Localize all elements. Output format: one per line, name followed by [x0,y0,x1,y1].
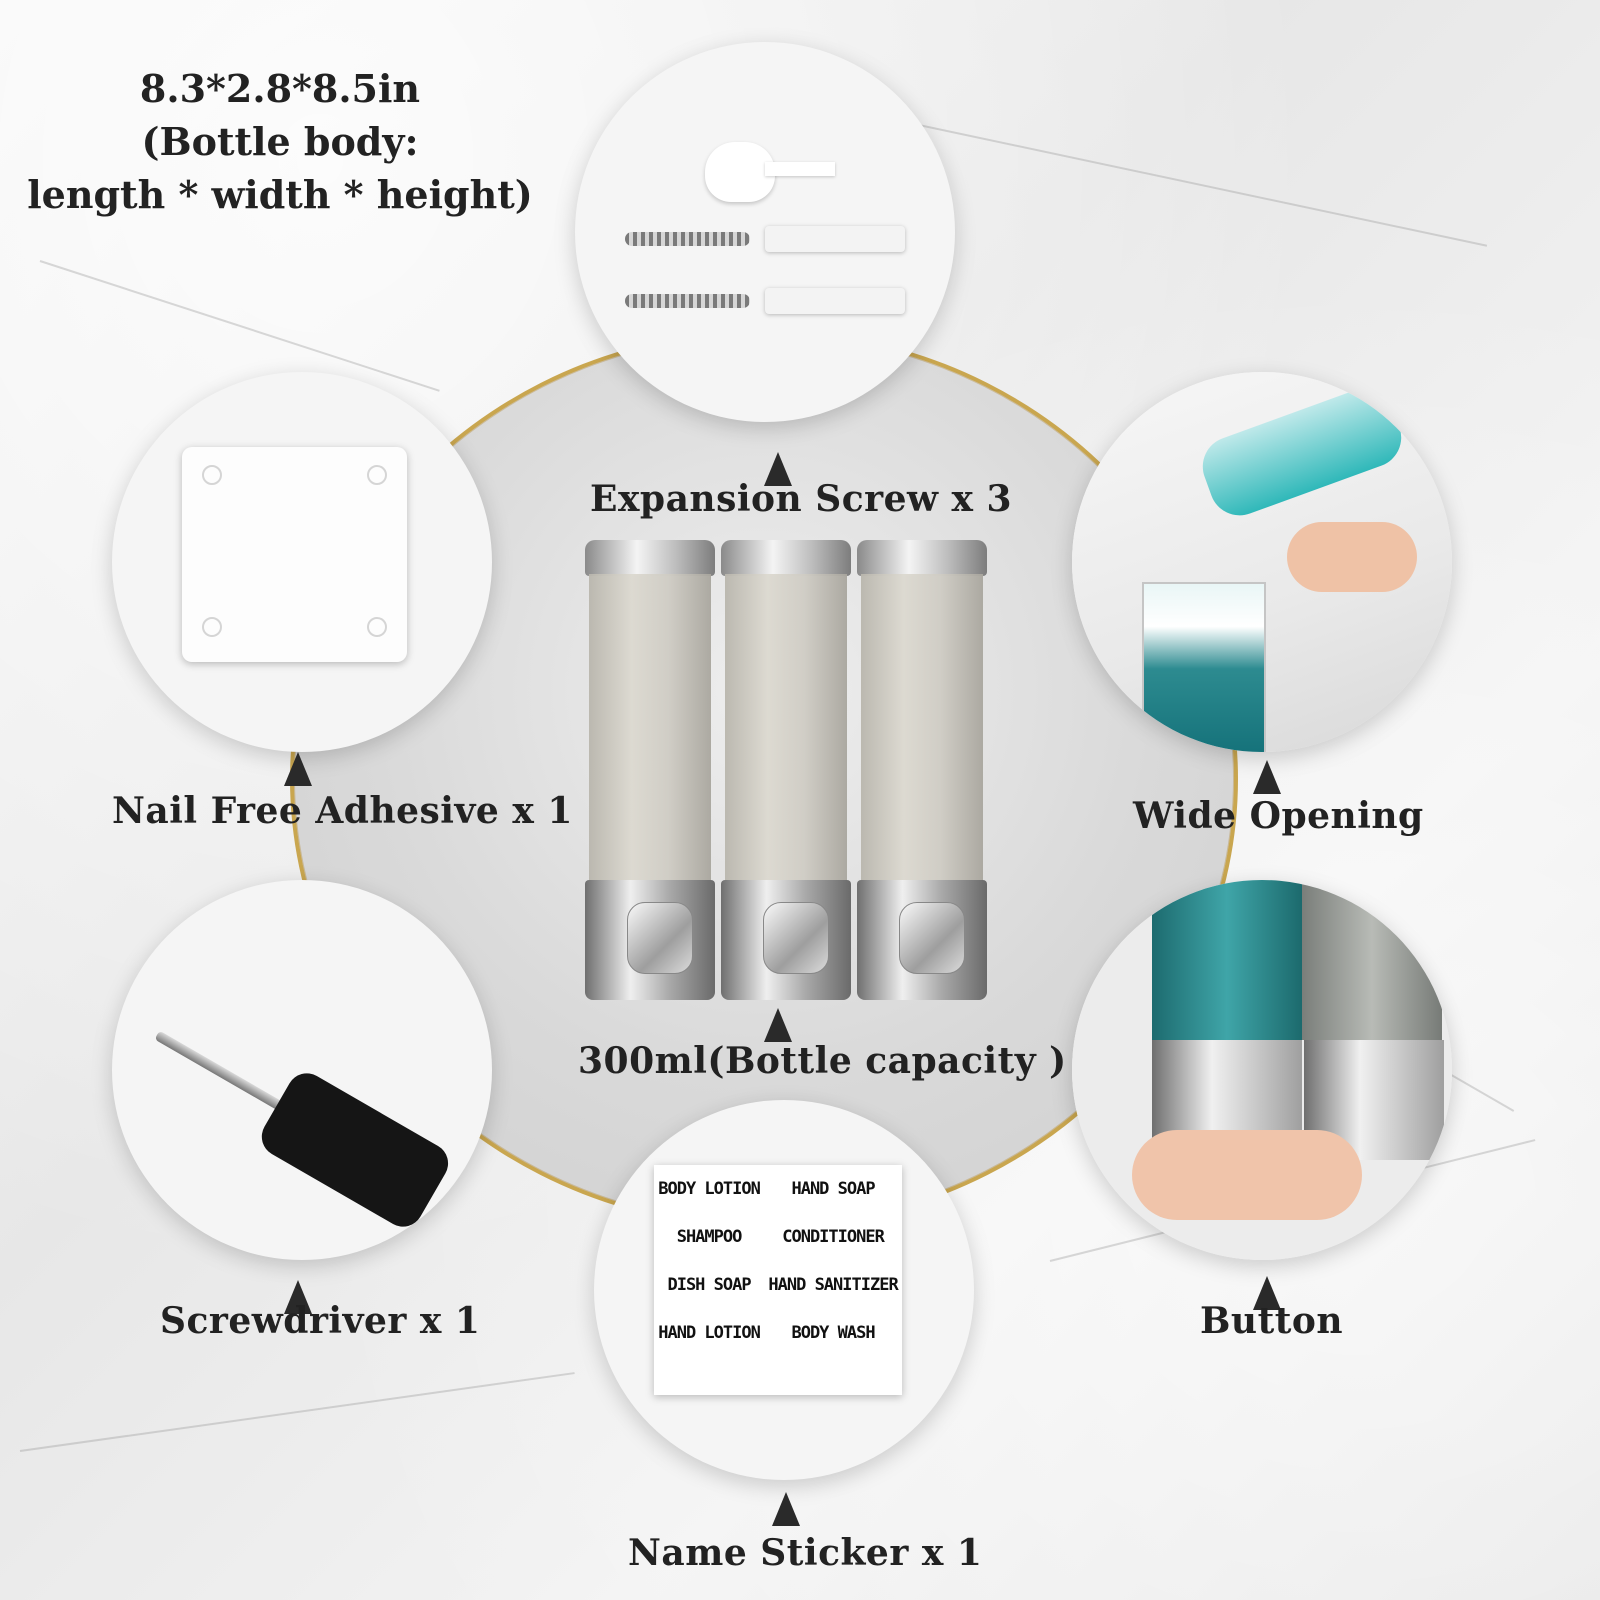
button-label: Button [1200,1300,1344,1342]
nail-free-adhesive-image [112,372,492,752]
capacity-label: 300ml(Bottle capacity ) [578,1040,1067,1082]
screwdriver-shaft [154,1030,290,1115]
sticker-row: HAND LOTION BODY WASH [654,1309,902,1357]
wide-opening-photo [1072,372,1452,752]
dimensions-line: 8.3*2.8*8.5in [139,66,421,111]
key-tool [705,142,775,202]
sticker-cell: CONDITIONER [782,1227,885,1247]
wall-anchor [765,288,905,314]
expansion-screw-image [575,42,955,422]
sticker-cell: HAND LOTION [658,1323,761,1343]
sticker-table: BODY LOTION HAND SOAP SHAMPOO CONDITIONE… [654,1165,902,1357]
hook-icon [367,617,387,637]
hook-icon [202,617,222,637]
screwdriver-image [112,880,492,1260]
sticker-row: DISH SOAP HAND SANITIZER [654,1261,902,1309]
sticker-cell: SHAMPOO [676,1227,743,1247]
sticker-cell: BODY WASH [791,1323,875,1343]
arrow-up-icon [772,1492,800,1526]
screw [625,294,750,308]
sticker-row: SHAMPOO CONDITIONER [654,1213,902,1261]
sticker-cell: HAND SANITIZER [768,1275,898,1295]
wide-opening-label: Wide Opening [1133,795,1424,837]
pouring-bottle [1194,380,1410,524]
arrow-up-icon [764,1008,792,1042]
grey-bottle [1302,880,1442,1040]
dispenser-bottle [721,540,851,1000]
arrow-up-icon [284,1280,312,1314]
wall-anchor [765,226,905,252]
triple-soap-dispenser [585,540,987,1000]
arrow-up-icon [1253,1276,1281,1310]
arrow-up-icon [284,752,312,786]
button-image [1072,880,1452,1260]
sticker-cell: HAND SOAP [791,1179,875,1199]
screwdriver-label: Screwdriver x 1 [160,1300,481,1342]
sticker-cell: BODY LOTION [658,1179,761,1199]
button-photo [1072,880,1452,1260]
dimensions-line: length * width * height) [27,172,533,217]
marble-vein [39,260,440,392]
marble-vein [899,120,1488,247]
pump-button [763,902,829,974]
key-tool-stem [765,162,835,176]
wide-opening-image [1072,372,1452,752]
name-sticker-image: BODY LOTION HAND SOAP SHAMPOO CONDITIONE… [594,1100,974,1480]
hand [1287,522,1417,592]
screwdriver-handle [254,1066,456,1234]
marble-vein [19,1372,575,1452]
dimensions-line: (Bottle body: [141,119,419,164]
nail-free-adhesive-label: Nail Free Adhesive x 1 [112,790,573,832]
pump-button [627,902,693,974]
sticker-row: BODY LOTION HAND SOAP [654,1165,902,1213]
name-sticker-label: Name Sticker x 1 [628,1532,983,1574]
screw [625,232,750,246]
dispenser-bottle [857,540,987,1000]
dimensions-text: 8.3*2.8*8.5in (Bottle body: length * wid… [20,62,540,221]
pump-button [899,902,965,974]
hook-icon [202,465,222,485]
arrow-up-icon [764,452,792,486]
arrow-up-icon [1253,760,1281,794]
expansion-screw-label: Expansion Screw x 3 [590,478,1013,520]
hook-icon [367,465,387,485]
teal-bottle [1152,880,1302,1040]
dispenser-bottle [585,540,715,1000]
adhesive-plate [182,447,407,662]
dispenser-container [1142,582,1266,752]
hand [1132,1130,1362,1220]
sticker-cell: DISH SOAP [667,1275,751,1295]
name-sticker-sheet: BODY LOTION HAND SOAP SHAMPOO CONDITIONE… [654,1165,902,1395]
